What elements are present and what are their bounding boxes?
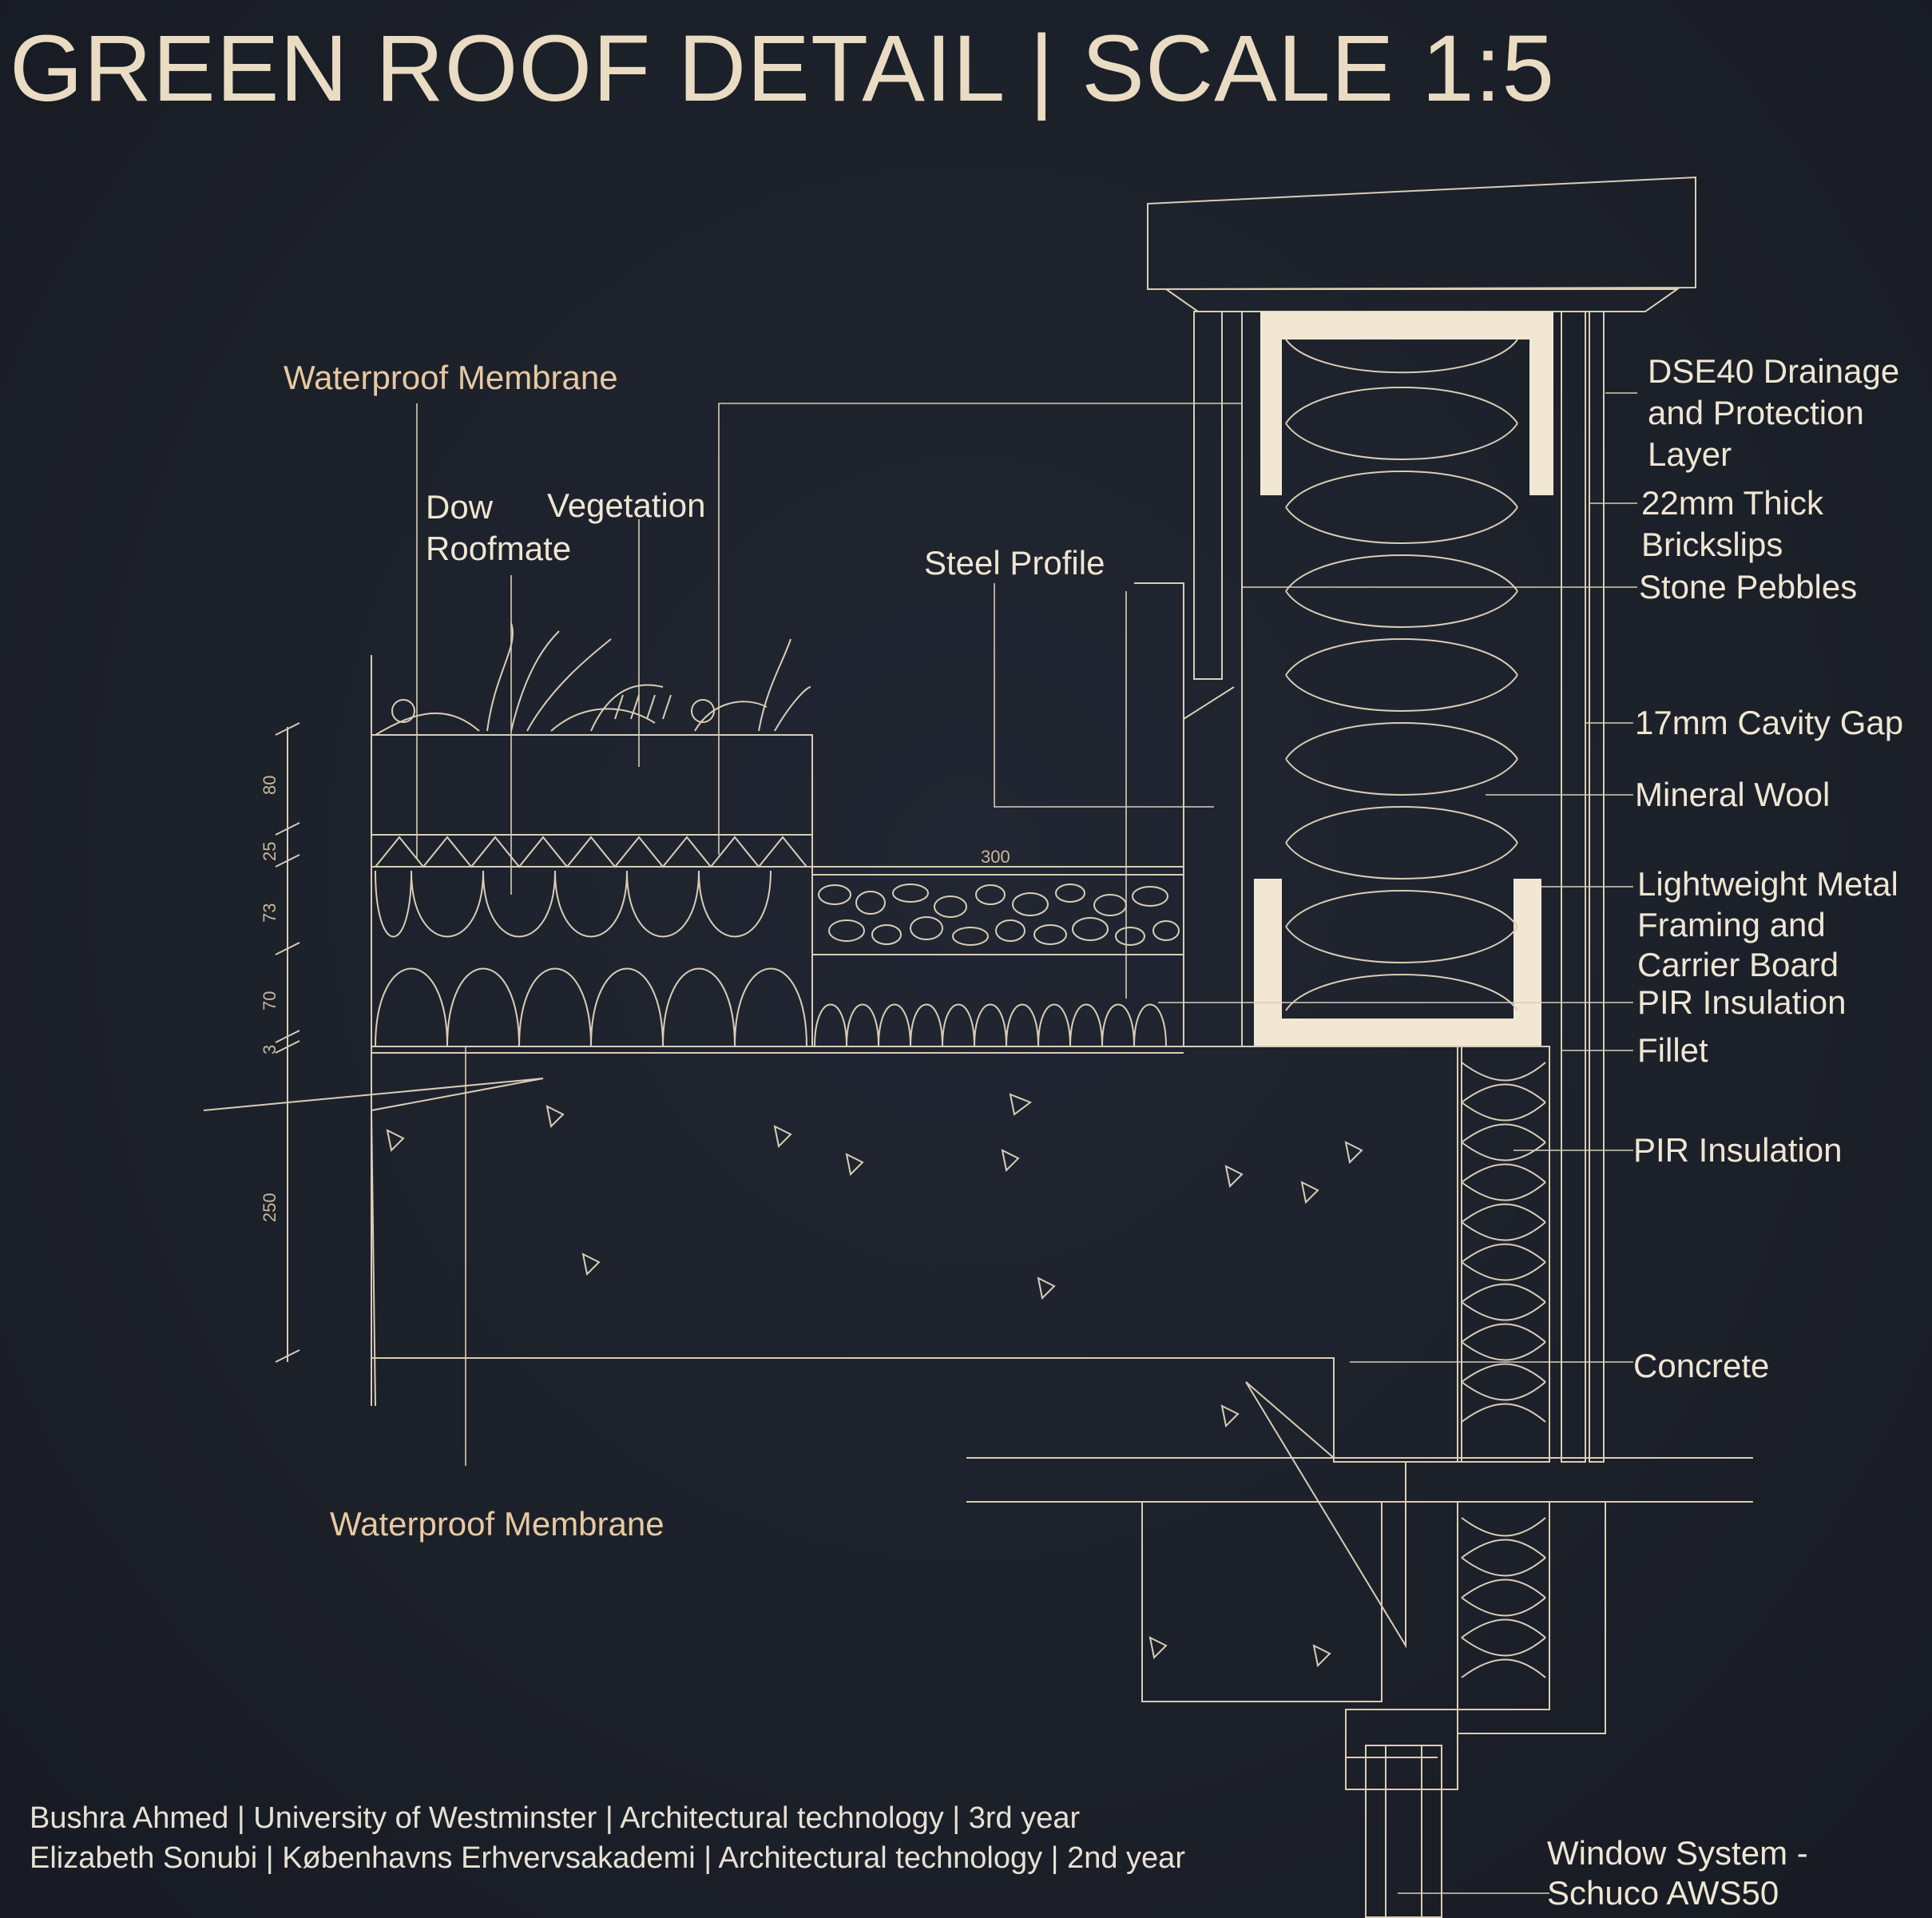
label-fillet: Fillet [1637, 1031, 1708, 1069]
leader-lines [416, 392, 1637, 1894]
label-stone-pebbles: Stone Pebbles [1639, 568, 1858, 606]
window-frame-inner [1365, 1745, 1442, 1918]
label-waterproof-membrane-top: Waterproof Membrane [284, 359, 618, 396]
break-line-left [203, 1078, 544, 1407]
dim-80: 80 [260, 775, 280, 795]
lower-insulation-loops [814, 1003, 1167, 1047]
pir-insulation-column [1457, 1046, 1550, 1463]
drainage-zigzag [375, 836, 807, 868]
steel-profile-top [1260, 312, 1553, 495]
mineral-wool-pattern [1285, 339, 1518, 1011]
dim-70: 70 [260, 991, 280, 1011]
label-brickslips-1: 22mm Thick [1641, 484, 1823, 522]
pebbles [818, 884, 1180, 946]
pir-insulation-column-lower [1457, 1501, 1550, 1710]
label-framing-3: Carrier Board [1637, 946, 1839, 983]
label-vegetation: Vegetation [547, 486, 706, 524]
parapet-inner-lining [1193, 311, 1223, 680]
label-steel-profile: Steel Profile [924, 544, 1105, 582]
label-window-2: Schuco AWS50 [1547, 1874, 1779, 1912]
label-pir-insulation-1: PIR Insulation [1637, 983, 1847, 1021]
window-frame-head [1345, 1709, 1458, 1790]
vegetation-sketch [375, 622, 811, 736]
break-line-lower [966, 1381, 1406, 1649]
label-dse40-3: Layer [1648, 435, 1732, 473]
coping [1147, 176, 1696, 291]
credit-line-1: Bushra Ahmed | University of Westminster… [30, 1801, 1081, 1835]
steel-profile-line [1134, 582, 1184, 1046]
label-brickslips-2: Brickslips [1641, 526, 1783, 563]
roof-insulation [371, 866, 813, 1047]
coping-underside [1163, 288, 1680, 312]
dim-25: 25 [260, 841, 280, 861]
steel-profile-bottom [1254, 879, 1541, 1046]
label-dse40-2: and Protection [1648, 394, 1864, 431]
label-concrete: Concrete [1633, 1347, 1770, 1384]
label-dse40-1: DSE40 Drainage [1648, 352, 1900, 390]
label-waterproof-membrane-bottom: Waterproof Membrane [330, 1505, 664, 1543]
label-dow-roofmate-2: Roofmate [426, 530, 572, 567]
dim-300: 300 [981, 847, 1010, 867]
label-framing-1: Lightweight Metal [1637, 865, 1898, 903]
label-pir-insulation-2: PIR Insulation [1633, 1131, 1843, 1169]
roof-insulation-loops [375, 870, 807, 1047]
label-framing-2: Framing and [1637, 906, 1826, 943]
slab-edge-lower [1141, 1501, 1383, 1702]
credit-line-2: Elizabeth Sonubi | Københavns Erhvervsak… [30, 1841, 1185, 1875]
pir-loops [1461, 1062, 1546, 1678]
label-mineral-wool: Mineral Wool [1635, 776, 1831, 813]
lower-insulation [811, 954, 1184, 1047]
concrete-slab [371, 1046, 1462, 1463]
drawing-title: GREEN ROOF DETAIL | SCALE 1:5 [10, 16, 1556, 121]
substrate-layer [371, 734, 813, 836]
concrete-aggregate [386, 1093, 1363, 1668]
label-window-1: Window System - [1547, 1834, 1808, 1872]
label-dow-roofmate-1: Dow [426, 488, 494, 526]
dim-250: 250 [260, 1193, 280, 1222]
dim-73: 73 [260, 903, 280, 923]
label-cavity-gap: 17mm Cavity Gap [1635, 704, 1904, 741]
dim-3: 3 [260, 1044, 280, 1054]
